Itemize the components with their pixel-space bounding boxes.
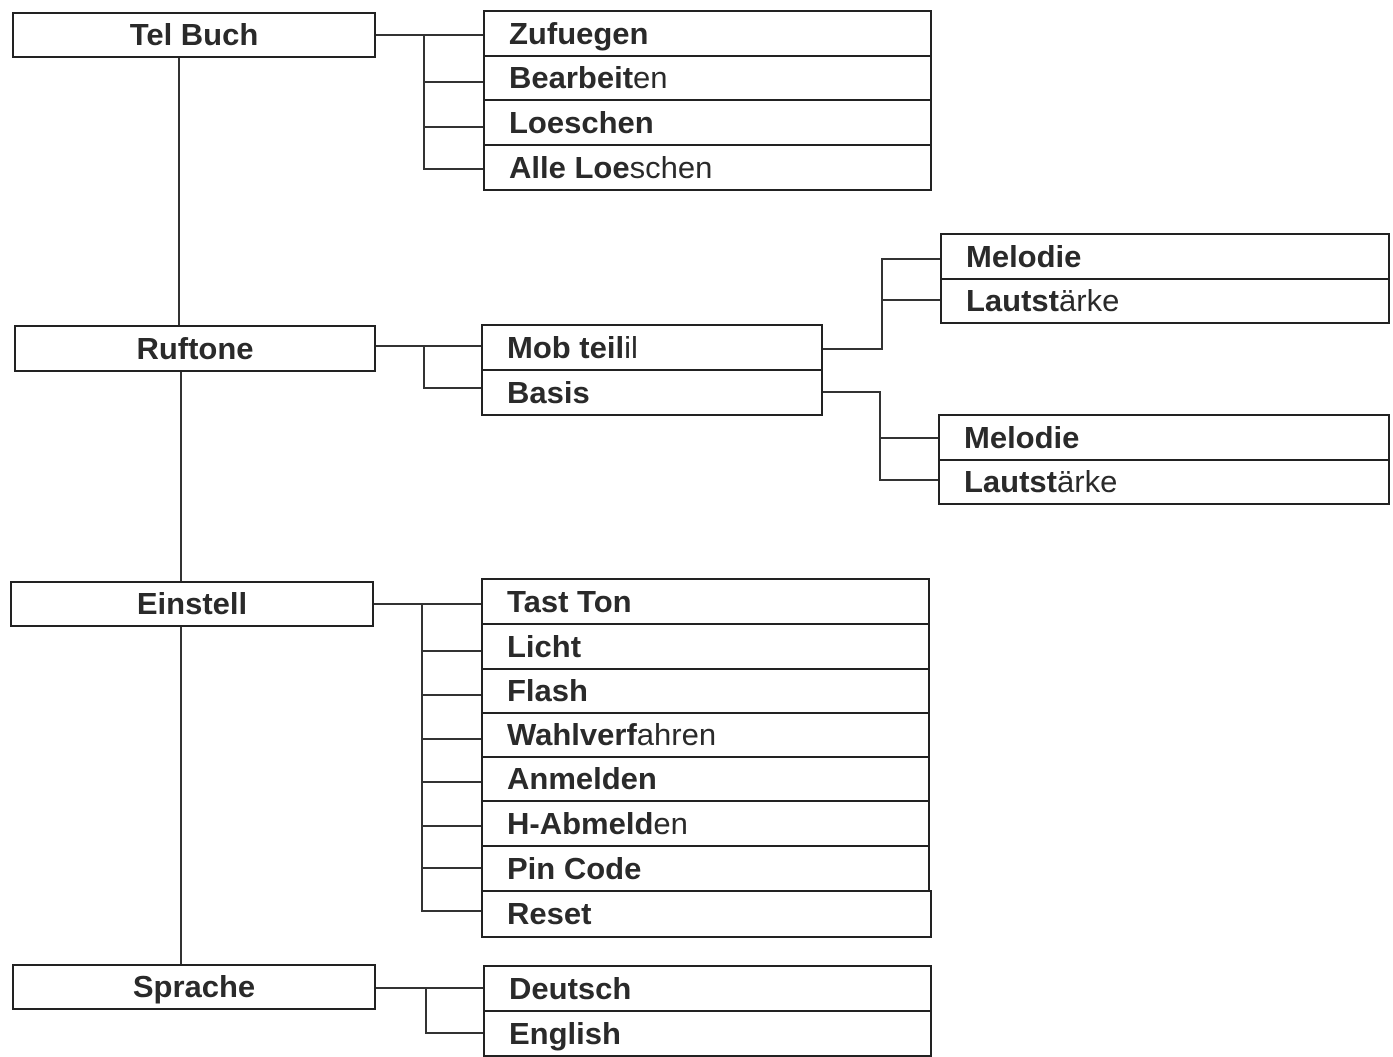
connector (423, 345, 425, 389)
menu-einstell-label: Einstell (136, 586, 248, 621)
menu-tel-buch-label: Tel Buch (129, 17, 259, 52)
connector (425, 1032, 484, 1034)
menu-item-basis: Basis (481, 369, 823, 416)
connector (423, 126, 484, 128)
item-label: Lautst (966, 283, 1059, 318)
connector (423, 168, 484, 170)
connector (423, 387, 482, 389)
menu-item-loeschen: Loeschen (483, 99, 932, 146)
menu-item-licht: Licht (481, 623, 930, 670)
connector (823, 391, 881, 393)
menu-item-anmelden: Anmelden (481, 756, 930, 802)
item-label: English (509, 1015, 621, 1051)
item-label: Loeschen (509, 104, 654, 140)
menu-ruftone: Ruftone (14, 325, 376, 372)
item-label: Basis (507, 374, 590, 410)
connector (881, 258, 883, 350)
menu-item-basis-melodie: Melodie (938, 414, 1390, 461)
item-label: Reset (507, 896, 592, 931)
connector (421, 867, 482, 869)
connector (421, 694, 482, 696)
item-label: Melodie (966, 238, 1082, 274)
connector (879, 479, 939, 481)
menu-item-english: English (483, 1010, 932, 1057)
item-label: Flash (507, 673, 588, 708)
menu-item-flash: Flash (481, 668, 930, 714)
connector (421, 825, 482, 827)
connector (421, 650, 482, 652)
connector (423, 34, 425, 170)
menu-sprache: Sprache (12, 964, 376, 1010)
menu-item-mob-melodie: Melodie (940, 233, 1390, 280)
connector (376, 987, 484, 989)
item-label: Deutsch (509, 970, 632, 1006)
connector (374, 603, 482, 605)
menu-item-reset: Reset (481, 890, 932, 938)
menu-tel-buch: Tel Buch (12, 12, 376, 58)
menu-ruftone-label: Ruftone (136, 330, 254, 366)
item-label: Zufuegen (509, 15, 649, 51)
menu-item-tast-ton: Tast Ton (481, 578, 930, 625)
menu-einstell: Einstell (10, 581, 374, 627)
menu-item-deutsch: Deutsch (483, 965, 932, 1012)
menu-sprache-label: Sprache (132, 969, 256, 1004)
item-label: Licht (507, 628, 582, 664)
item-label: Anmelden (507, 761, 657, 796)
connector (879, 437, 939, 439)
item-label: Melodie (964, 419, 1080, 455)
menu-item-zufuegen: Zufuegen (483, 10, 932, 57)
menu-item-pin-code: Pin Code (481, 845, 930, 892)
connector (421, 603, 423, 912)
item-label: Pin Code (507, 850, 642, 886)
spine-line-1 (178, 57, 180, 325)
connector (881, 258, 941, 260)
connector (376, 345, 482, 347)
connector (423, 81, 484, 83)
connector (823, 348, 883, 350)
item-label: Wahlverf (507, 717, 637, 752)
connector (881, 299, 941, 301)
item-label: Bearbeit (509, 60, 634, 95)
item-label: H-Abmeld (507, 805, 654, 841)
spine-line-3 (180, 626, 182, 965)
item-label: Lautst (964, 464, 1057, 499)
connector (376, 34, 484, 36)
item-label: Tast Ton (507, 583, 632, 619)
connector (879, 391, 881, 481)
connector (421, 738, 482, 740)
spine-line-2 (180, 371, 182, 582)
connector (425, 987, 427, 1034)
connector (421, 910, 482, 912)
connector (421, 781, 482, 783)
item-label: Alle Loe (509, 149, 630, 185)
item-label: Mob teil (507, 329, 625, 365)
